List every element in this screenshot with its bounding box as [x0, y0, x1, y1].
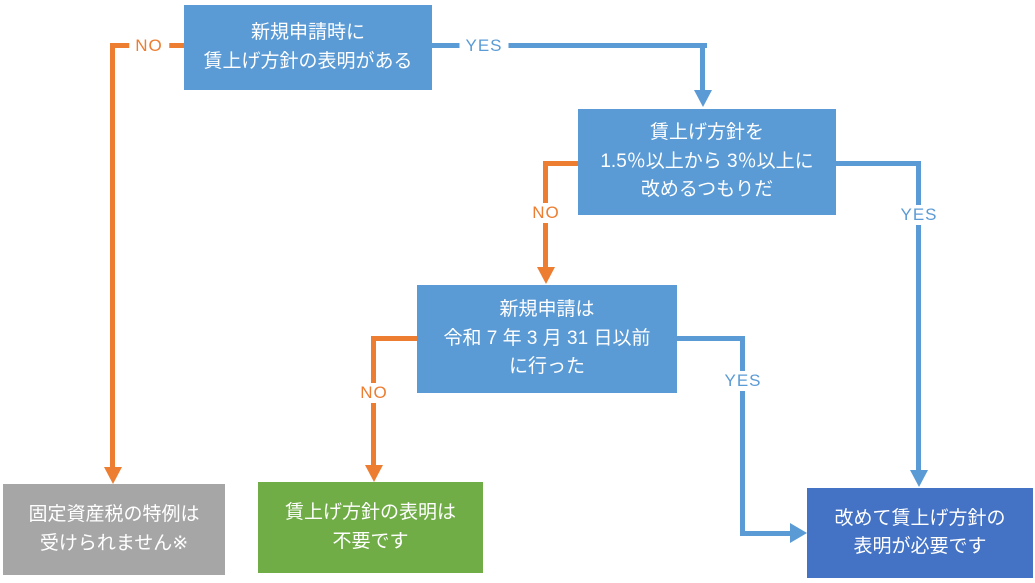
node-text-line: 固定資産税の特例は	[28, 504, 200, 525]
node-text-line: 賃上げ方針の表明は	[284, 502, 456, 523]
connector-q1-yes-vertical	[700, 43, 705, 91]
node-outcome-new-declaration-required: 改めて賃上げ方針の 表明が必要です	[807, 488, 1033, 578]
node-question-new-application-declaration: 新規申請時に 賃上げ方針の表明がある	[184, 5, 432, 90]
connector-q3-yes-vertical	[740, 336, 745, 534]
node-text-line: 改めて賃上げ方針の	[834, 507, 1006, 529]
connector-q3-yes-horizontal-2	[740, 531, 791, 536]
connector-q2-no-horizontal	[543, 161, 578, 166]
arrowhead-down-icon	[910, 470, 928, 487]
node-text-line: 1.5％以上から 3％以上に	[600, 150, 814, 172]
arrowhead-down-icon	[104, 467, 122, 484]
node-question-raise-policy-change: 賃上げ方針を 1.5％以上から 3％以上に 改めるつもりだ	[578, 109, 836, 215]
connector-q1-yes-horizontal	[432, 43, 707, 48]
node-outcome-declaration-not-required: 賃上げ方針の表明は 不要です	[258, 482, 483, 573]
edge-label-q3-yes: YES	[718, 371, 768, 391]
connector-q3-no-horizontal	[371, 336, 417, 341]
edge-label-q1-yes: YES	[459, 36, 509, 56]
edge-label-q1-no: NO	[129, 36, 169, 56]
connector-q3-yes-horizontal	[677, 336, 745, 341]
node-text-line: に行った	[508, 356, 585, 378]
node-outcome-no-special-treatment: 固定資産税の特例は 受けられません※	[3, 484, 225, 575]
connector-q1-no-vertical	[110, 43, 115, 467]
edge-label-q2-yes: YES	[894, 205, 944, 225]
arrowhead-down-icon	[365, 465, 383, 482]
node-question-application-date: 新規申請は 令和 7 年 3 月 31 日以前 に行った	[417, 285, 677, 393]
edge-label-q2-no: NO	[526, 203, 566, 223]
arrowhead-down-icon	[694, 90, 712, 107]
node-text-line: 賃上げ方針を	[649, 122, 764, 144]
node-text-line: 受けられません※	[39, 532, 189, 554]
node-text-line: 新規申請は	[499, 299, 595, 321]
node-text-line: 新規申請時に	[250, 22, 365, 43]
arrowhead-right-icon	[790, 523, 807, 543]
node-text-line: 令和 7 年 3 月 31 日以前	[443, 327, 651, 349]
node-text-line: 改めるつもりだ	[640, 179, 774, 201]
connector-q2-yes-horizontal	[836, 161, 921, 166]
arrowhead-down-icon	[537, 267, 555, 284]
node-text-line: 表明が必要です	[853, 536, 987, 557]
node-text-line: 賃上げ方針の表明がある	[203, 50, 413, 72]
connector-q2-yes-vertical	[916, 161, 921, 471]
node-text-line: 不要です	[332, 530, 409, 552]
edge-label-q3-no: NO	[354, 383, 394, 403]
